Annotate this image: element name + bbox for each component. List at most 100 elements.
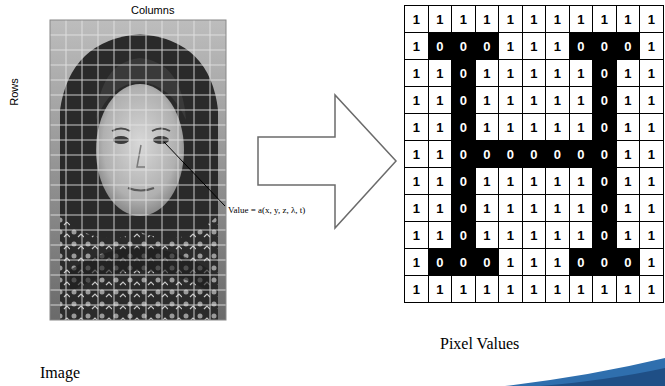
table-cell: 1 (592, 5, 617, 33)
table-cell: 1 (522, 32, 547, 60)
table-cell: 1 (428, 194, 453, 222)
table-cell: 0 (451, 248, 476, 276)
table-cell: 1 (475, 5, 500, 33)
table-cell: 0 (569, 32, 594, 60)
table-cell: 0 (475, 140, 500, 168)
table-cell: 0 (451, 194, 476, 222)
table-cell: 1 (545, 167, 570, 195)
table-cell: 0 (545, 140, 570, 168)
table-cell: 0 (428, 248, 453, 276)
table-cell: 1 (545, 59, 570, 87)
table-cell: 1 (404, 5, 429, 33)
table-cell: 0 (592, 194, 617, 222)
table-cell: 0 (498, 140, 523, 168)
table-cell: 1 (498, 194, 523, 222)
table-cell: 1 (475, 86, 500, 114)
table-cell: 1 (545, 113, 570, 141)
table-cell: 0 (592, 32, 617, 60)
table-cell: 1 (569, 167, 594, 195)
table-cell: 1 (639, 194, 664, 222)
table-cell: 1 (428, 5, 453, 33)
table-cell: 1 (639, 221, 664, 249)
table-cell: 1 (545, 248, 570, 276)
table-cell: 1 (404, 194, 429, 222)
portrait-photo (50, 20, 226, 320)
table-cell: 1 (616, 86, 641, 114)
table-cell: 1 (522, 59, 547, 87)
table-cell: 1 (498, 167, 523, 195)
table-cell: 1 (475, 59, 500, 87)
table-cell: 0 (451, 221, 476, 249)
table-cell: 1 (569, 86, 594, 114)
table-cell: 0 (616, 32, 641, 60)
table-cell: 1 (475, 194, 500, 222)
table-cell: 1 (639, 140, 664, 168)
table-cell: 1 (569, 113, 594, 141)
table-cell: 1 (639, 86, 664, 114)
table-cell: 1 (404, 248, 429, 276)
table-cell: 1 (616, 59, 641, 87)
table-cell: 0 (592, 167, 617, 195)
table-cell: 1 (522, 248, 547, 276)
table-cell: 1 (616, 113, 641, 141)
table-cell: 0 (451, 32, 476, 60)
table-cell: 1 (498, 113, 523, 141)
table-cell: 1 (428, 140, 453, 168)
table-cell: 0 (522, 140, 547, 168)
table-cell: 1 (404, 86, 429, 114)
table-cell: 1 (428, 221, 453, 249)
table-cell: 1 (404, 59, 429, 87)
caption-label: Pixel Values (440, 335, 519, 353)
table-cell: 1 (404, 113, 429, 141)
caption-label: Image (40, 364, 80, 382)
table-cell: 1 (639, 167, 664, 195)
table-cell: 1 (522, 86, 547, 114)
table-cell: 1 (428, 113, 453, 141)
table-cell: 0 (569, 140, 594, 168)
table-cell: 1 (569, 5, 594, 33)
table-cell: 1 (569, 59, 594, 87)
table-cell: 1 (428, 59, 453, 87)
table-cell: 0 (592, 113, 617, 141)
table-cell: 1 (522, 275, 547, 303)
table-cell: 1 (428, 275, 453, 303)
table-cell: 0 (428, 32, 453, 60)
table-cell: 1 (545, 221, 570, 249)
table-cell: 1 (522, 194, 547, 222)
table-cell: 0 (451, 140, 476, 168)
table-cell: 1 (522, 221, 547, 249)
table-cell: 1 (639, 32, 664, 60)
table-cell: 1 (498, 5, 523, 33)
table-cell: 0 (451, 167, 476, 195)
table-cell: 1 (522, 167, 547, 195)
table-cell: 1 (475, 221, 500, 249)
table-cell: 0 (569, 248, 594, 276)
table-cell: 1 (404, 167, 429, 195)
table-cell: 1 (404, 275, 429, 303)
table-cell: 1 (616, 194, 641, 222)
table-cell: 0 (451, 59, 476, 87)
table-cell: 1 (545, 194, 570, 222)
table-cell: 0 (592, 59, 617, 87)
table-cell: 1 (498, 32, 523, 60)
table-cell: 1 (498, 221, 523, 249)
table-cell: 1 (569, 221, 594, 249)
table-cell: 1 (475, 113, 500, 141)
decor-swoosh (540, 368, 665, 386)
table-cell: 1 (404, 32, 429, 60)
table-cell: 0 (592, 221, 617, 249)
table-cell: 1 (404, 140, 429, 168)
table-cell: 1 (639, 275, 664, 303)
table-cell: 1 (545, 275, 570, 303)
table-cell: 1 (616, 221, 641, 249)
table-cell: 1 (404, 221, 429, 249)
decor-swoosh (505, 358, 665, 386)
table-cell: 1 (545, 5, 570, 33)
table-cell: 1 (639, 248, 664, 276)
table-cell: 1 (428, 86, 453, 114)
table-cell: 1 (639, 59, 664, 87)
leader-line (164, 142, 225, 206)
table-cell: 1 (569, 194, 594, 222)
table-cell: 0 (592, 86, 617, 114)
table-cell: 0 (451, 113, 476, 141)
